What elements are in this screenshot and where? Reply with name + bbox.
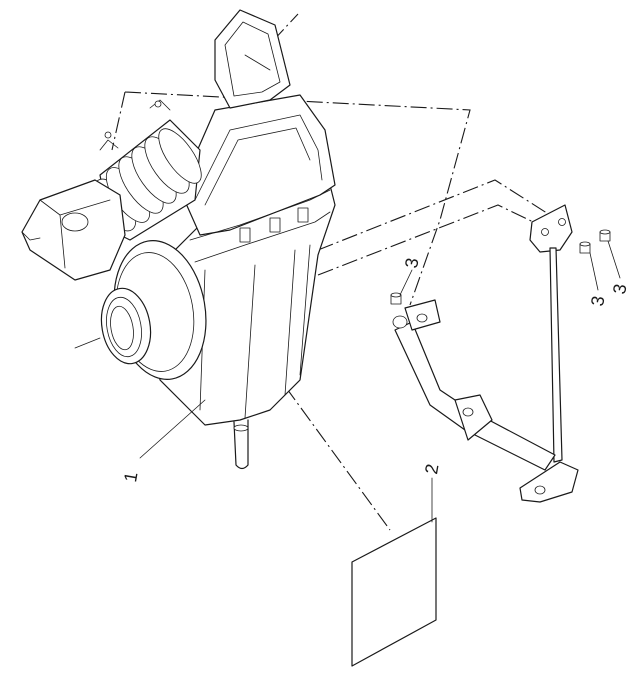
bolt-3a — [390, 292, 402, 305]
lid-ridge — [194, 114, 323, 201]
bracket-gusset-hole — [462, 407, 474, 417]
bellows-clamp-1 — [99, 139, 119, 151]
leader-part-3a — [399, 269, 413, 296]
intake-bellows — [93, 99, 202, 241]
callout-part-2: 2 — [421, 462, 442, 475]
bracket-diagonal-arm — [394, 321, 556, 471]
bracket-arm-tab-hole — [416, 313, 428, 323]
assembly-line-top — [124, 91, 471, 306]
lid-rim-band — [189, 189, 331, 241]
housing-clip-2 — [269, 217, 281, 233]
housing-clip-3 — [297, 207, 309, 223]
bolt-flange — [599, 229, 611, 235]
support-bracket — [390, 204, 611, 503]
drain-spout — [233, 419, 249, 470]
bracket-top-hole-2 — [558, 218, 566, 226]
bracket-vertical-rod — [549, 247, 563, 463]
snorkel-inlet-edge — [59, 214, 66, 269]
drain-spout-ring — [233, 424, 249, 432]
leader-part-3c — [607, 240, 621, 279]
bolt-3c — [599, 229, 611, 242]
front-outlet-bore-inner — [110, 305, 134, 351]
body-panel-line-3 — [284, 249, 296, 396]
callout-part-1: 1 — [120, 470, 141, 483]
clamp-screw-2 — [154, 100, 162, 108]
bracket-foot-plate — [519, 461, 579, 503]
assembly-lines — [111, 13, 551, 531]
lid-rim-band-lower — [194, 211, 331, 263]
callout-part-3c: 3 — [609, 282, 630, 295]
label-sheet — [351, 517, 437, 667]
assembly-line-top-left — [111, 91, 126, 151]
air-filter-housing — [21, 9, 336, 470]
assembly-line-bracket-upper — [317, 179, 551, 251]
bracket-foot-hole — [534, 485, 546, 495]
top-duct-lip — [244, 54, 271, 71]
bolt-flange — [390, 292, 402, 298]
top-duct — [214, 9, 291, 109]
bellows-clamp-2 — [149, 99, 171, 111]
bellows-rib-6 — [158, 128, 202, 184]
assembly-line-bracket-lower — [317, 204, 551, 276]
bolt-3b — [579, 241, 591, 254]
leader-part-1 — [139, 399, 206, 459]
clamp-screw-1 — [104, 131, 112, 139]
body-panel-line-4 — [299, 244, 311, 376]
body-panel-line-2 — [244, 264, 256, 419]
leader-part-3b — [589, 252, 599, 291]
leader-lines — [139, 240, 621, 523]
bolt-flange — [579, 241, 591, 247]
snorkel-inlet-hole — [61, 212, 89, 232]
top-duct-inner — [224, 21, 281, 97]
bracket-top-hole-1 — [541, 228, 549, 236]
housing-clip-1 — [239, 227, 251, 243]
lid-ridge-inner — [204, 127, 311, 206]
snorkel-inlet-tab — [21, 231, 41, 241]
callout-part-3a: 3 — [401, 256, 422, 269]
bracket-gusset — [454, 394, 493, 441]
front-outlet-leader — [74, 337, 101, 349]
washer — [392, 315, 408, 329]
callout-part-3b: 3 — [587, 294, 608, 307]
bracket-top-plate — [529, 204, 573, 253]
